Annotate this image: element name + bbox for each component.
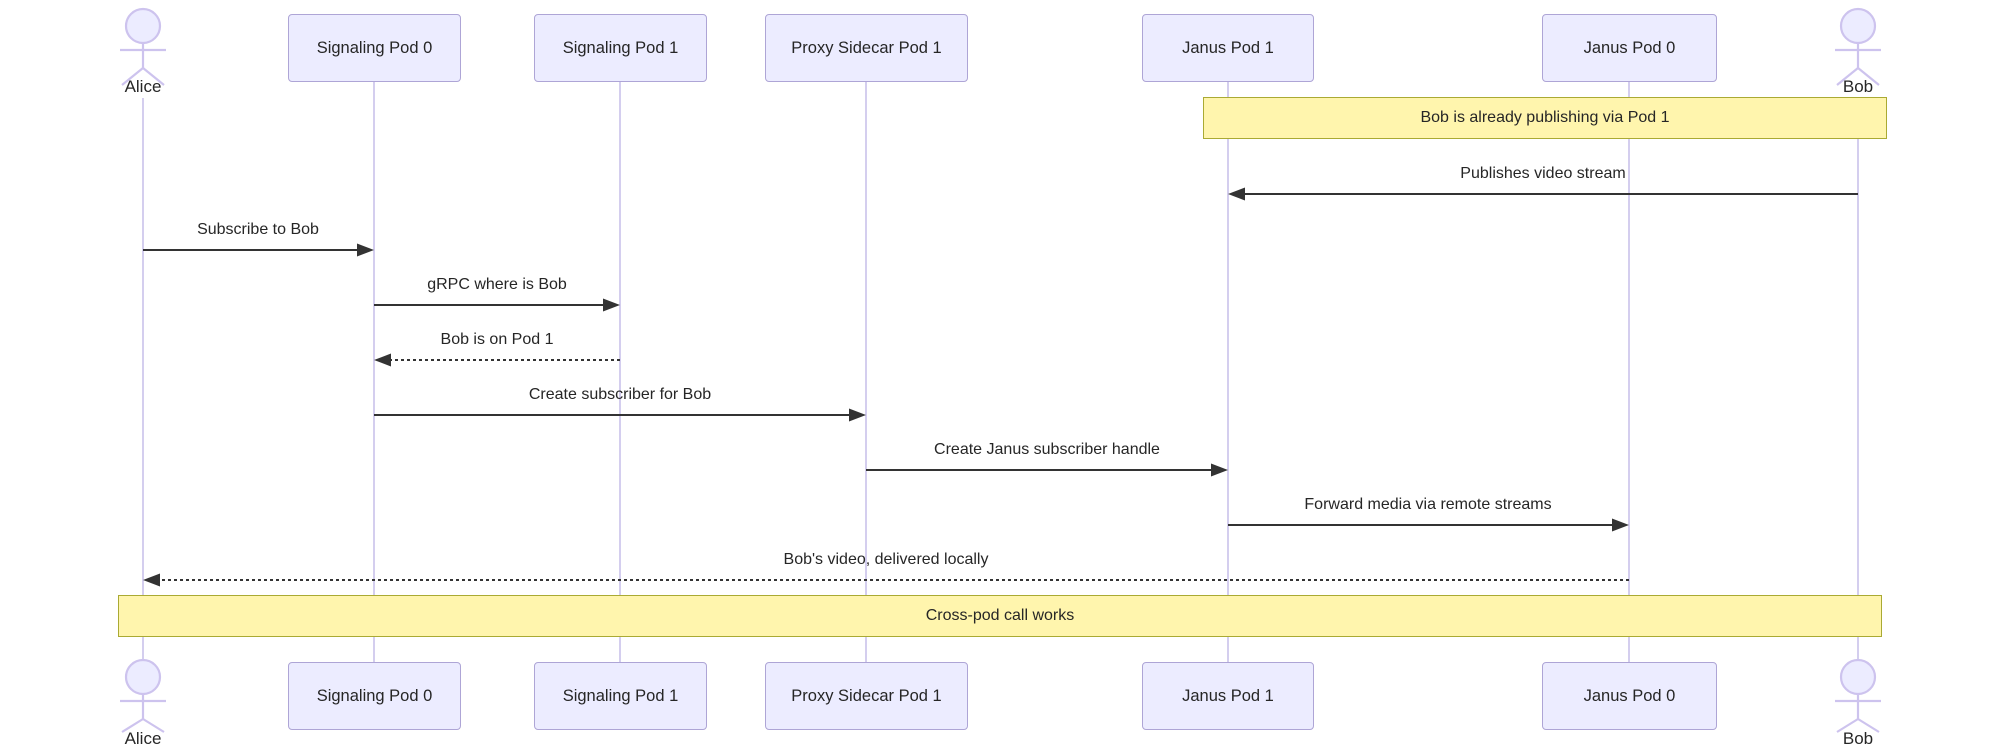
message-arrowhead-1	[1228, 187, 1245, 201]
message-arrowhead-3	[603, 298, 620, 312]
message-arrowhead-8	[143, 573, 160, 587]
person-head	[1839, 658, 1877, 696]
person-leg-left	[121, 718, 144, 733]
actor-box-proxy-sidecar-pod-1-bottom: Proxy Sidecar Pod 1	[765, 662, 968, 730]
person-head	[124, 658, 162, 696]
person-leg-left	[1836, 67, 1859, 86]
person-icon-bob-bottom	[1835, 658, 1881, 733]
actor-box-janus-pod-0-top: Janus Pod 0	[1542, 14, 1717, 82]
person-head	[1839, 7, 1877, 45]
message-label-create-subscriber: Create subscriber for Bob	[528, 386, 712, 403]
actor-box-signaling-pod-1-bottom: Signaling Pod 1	[534, 662, 707, 730]
actor-label-alice-bottom: Alice	[124, 729, 162, 747]
message-arrowhead-7	[1612, 518, 1629, 532]
note-bob-already-publishing: Bob is already publishing via Pod 1	[1203, 97, 1887, 139]
person-icon-bob-top	[1835, 7, 1881, 86]
message-label-grpc-where-is-bob: gRPC where is Bob	[427, 276, 567, 293]
message-arrowhead-2	[357, 243, 374, 257]
actor-box-proxy-sidecar-pod-1-top: Proxy Sidecar Pod 1	[765, 14, 968, 82]
person-leg-left	[1836, 718, 1859, 733]
actor-box-signaling-pod-1-top: Signaling Pod 1	[534, 14, 707, 82]
message-label-forward-media: Forward media via remote streams	[1304, 496, 1552, 513]
message-label-bob-is-on-pod-1: Bob is on Pod 1	[440, 331, 554, 348]
note-cross-pod-call-works: Cross-pod call works	[118, 595, 1882, 637]
person-icon-alice-top	[120, 7, 166, 86]
actor-label-alice-top: Alice	[124, 77, 162, 96]
actor-label-bob-bottom: Bob	[1842, 729, 1874, 747]
message-label-bobs-video-delivered: Bob's video, delivered locally	[783, 551, 989, 568]
actor-box-signaling-pod-0-bottom: Signaling Pod 0	[288, 662, 461, 730]
person-leg-right	[1857, 718, 1880, 733]
person-leg-right	[142, 67, 165, 86]
message-arrowhead-6	[1211, 463, 1228, 477]
message-arrowhead-4	[374, 353, 391, 367]
person-leg-right	[142, 718, 165, 733]
message-label-publishes-video-stream: Publishes video stream	[1460, 165, 1626, 182]
actor-box-janus-pod-1-top: Janus Pod 1	[1142, 14, 1314, 82]
actor-box-janus-pod-1-bottom: Janus Pod 1	[1142, 662, 1314, 730]
actor-box-signaling-pod-0-top: Signaling Pod 0	[288, 14, 461, 82]
person-leg-left	[121, 67, 144, 86]
person-head	[124, 7, 162, 45]
person-icon-alice-bottom	[120, 658, 166, 733]
actor-label-bob-top: Bob	[1842, 77, 1874, 96]
message-arrowhead-5	[849, 408, 866, 422]
message-label-create-janus-handle: Create Janus subscriber handle	[934, 441, 1160, 458]
person-leg-right	[1857, 67, 1880, 86]
actor-box-janus-pod-0-bottom: Janus Pod 0	[1542, 662, 1717, 730]
message-label-subscribe-to-bob: Subscribe to Bob	[197, 221, 319, 238]
